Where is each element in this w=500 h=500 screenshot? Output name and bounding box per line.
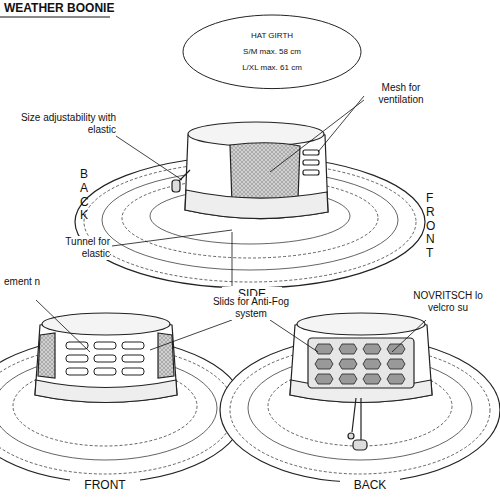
callout-label: Tunnel for elastic [52,236,110,260]
view-label: BACK [80,168,87,223]
girth-text: HAT GIRTH [251,31,293,41]
view-title: FRONT [70,478,140,492]
diagram-title: WEATHER BOONIE [4,1,114,15]
callout-label: Slids for Anti-Fog system [206,296,296,320]
girth-text: S/M max. 58 cm [243,47,301,57]
view-title: BACK [340,478,400,492]
view-label: FRONT [426,192,433,261]
callout-label: ement n [4,276,42,288]
callout-label: Size adjustability with elastic [16,112,116,136]
callout-label: Mesh for ventilation [366,82,436,106]
callout-label: NOVRITSCH lo velcro su [400,290,496,314]
girth-text: L/XL max. 61 cm [242,63,302,73]
girth-ellipse: HAT GIRTH S/M max. 58 cm L/XL max. 61 cm [182,14,362,90]
